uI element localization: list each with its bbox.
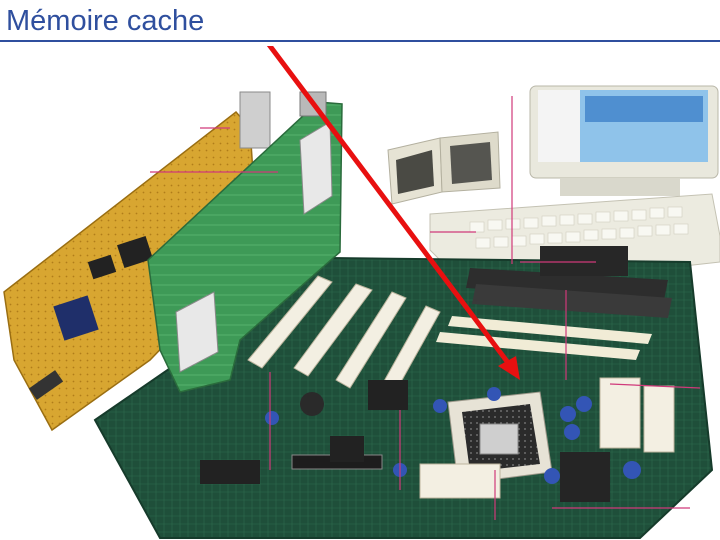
speaker-icon [387,131,501,205]
slide-title: Mémoire cache [6,5,205,37]
capacitor [265,387,641,484]
cpu-socket [447,391,553,485]
expansion-card-icon [147,91,343,393]
expansion-card-icon [3,91,271,432]
pci-slot [247,275,441,399]
motherboard-photo [3,46,720,539]
monitor-icon [529,85,719,196]
pointer-arrow-icon [266,46,520,380]
ide-connector [291,377,675,470]
motherboard [93,246,714,539]
title-divider [0,40,720,42]
ram-module [436,268,672,360]
annotation-line [150,96,701,520]
